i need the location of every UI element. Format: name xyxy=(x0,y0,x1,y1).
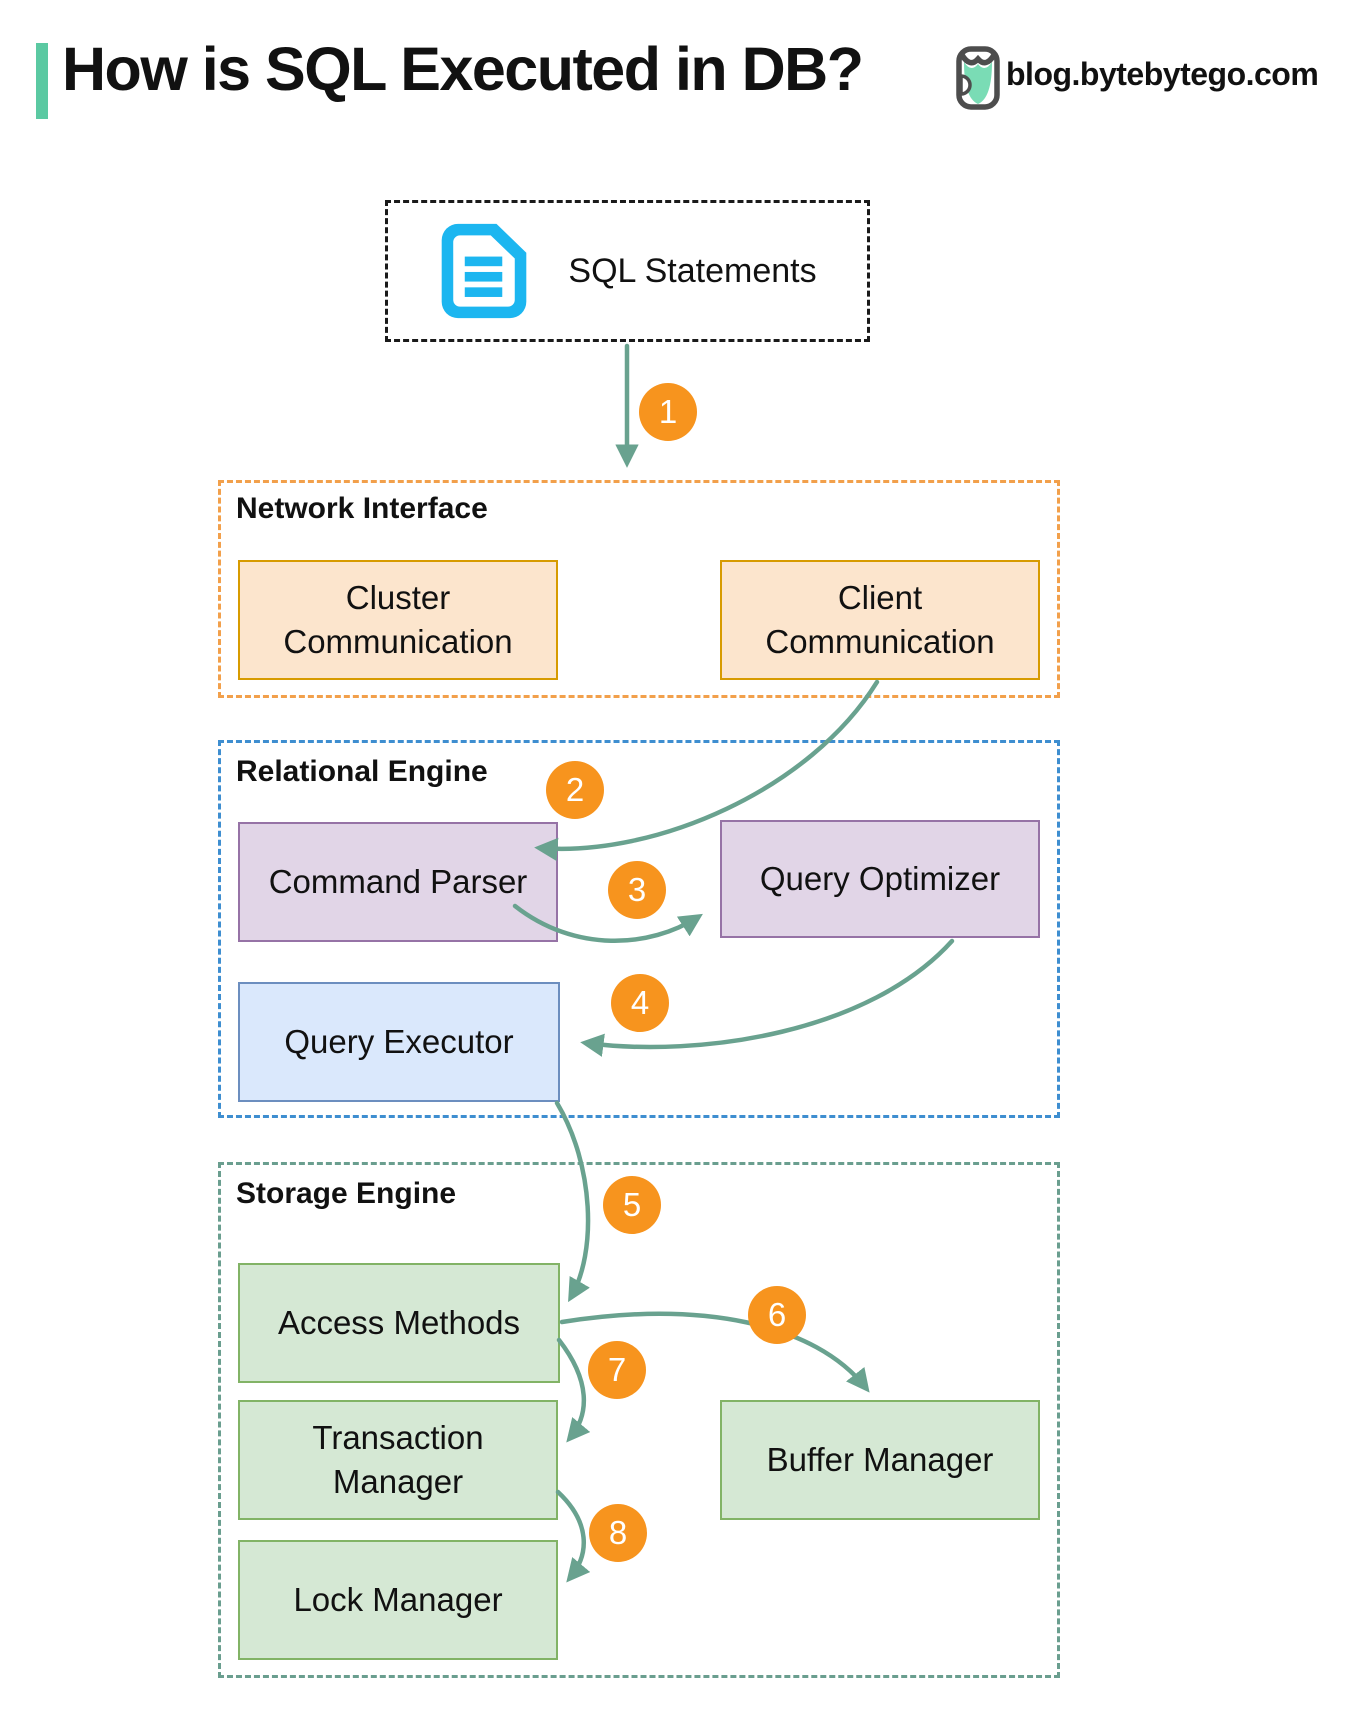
step-badge-1: 1 xyxy=(639,383,697,441)
sql-statements-label: SQL Statements xyxy=(568,251,817,290)
step-badge-7: 7 xyxy=(588,1341,646,1399)
query-executor-box: Query Executor xyxy=(238,982,560,1102)
bytebytego-logo-icon xyxy=(956,46,1000,110)
step-badge-5: 5 xyxy=(603,1176,661,1234)
document-icon xyxy=(442,223,527,319)
transaction-manager-box: Transaction Manager xyxy=(238,1400,558,1520)
access-methods-box: Access Methods xyxy=(238,1263,560,1383)
step-badge-4: 4 xyxy=(611,974,669,1032)
page-title: How is SQL Executed in DB? xyxy=(62,35,864,103)
step-badge-8: 8 xyxy=(589,1504,647,1562)
step-badge-6: 6 xyxy=(748,1286,806,1344)
relational-engine-title: Relational Engine xyxy=(236,755,488,788)
network-interface-title: Network Interface xyxy=(236,492,488,525)
title-accent-bar xyxy=(36,43,48,119)
command-parser-box: Command Parser xyxy=(238,822,558,942)
step-badge-3: 3 xyxy=(608,861,666,919)
client-communication-box: Client Communication xyxy=(720,560,1040,680)
storage-engine-section xyxy=(218,1162,1060,1678)
storage-engine-title: Storage Engine xyxy=(236,1177,457,1210)
lock-manager-box: Lock Manager xyxy=(238,1540,558,1660)
site-url-text: blog.bytebytego.com xyxy=(1006,56,1319,92)
buffer-manager-box: Buffer Manager xyxy=(720,1400,1040,1520)
query-optimizer-box: Query Optimizer xyxy=(720,820,1040,938)
step-badge-2: 2 xyxy=(546,761,604,819)
cluster-communication-box: Cluster Communication xyxy=(238,560,558,680)
sql-statements-box: SQL Statements xyxy=(385,200,870,342)
